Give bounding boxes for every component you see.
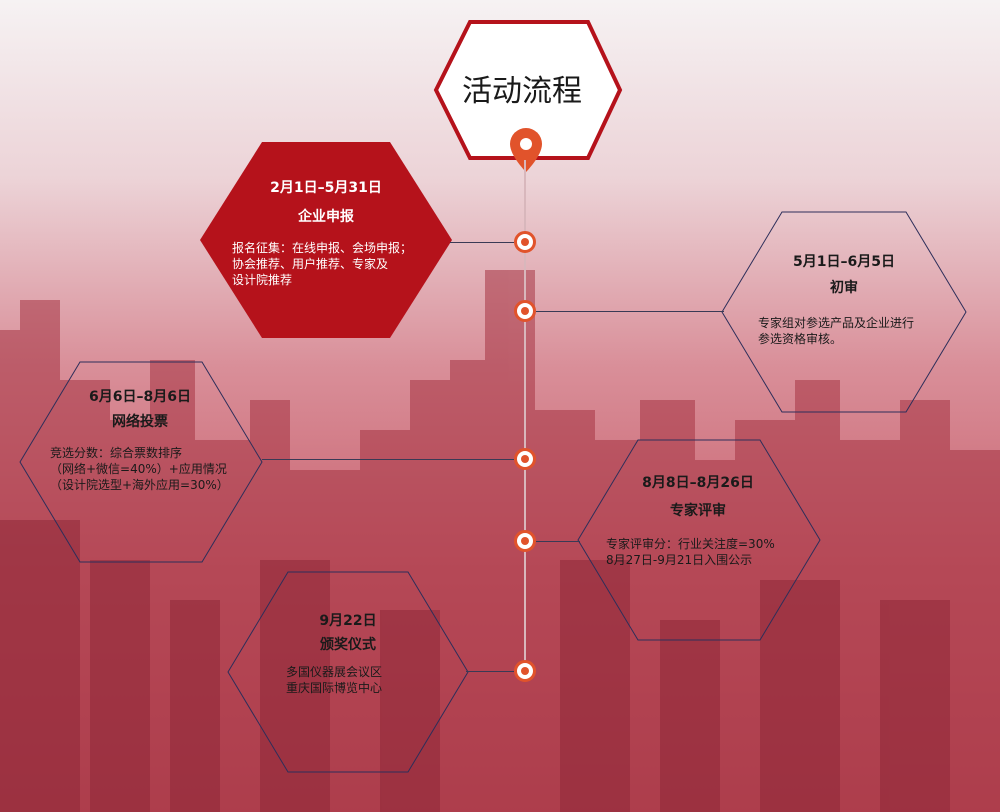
step-4-desc-line: 专家评审分：行业关注度=30% <box>606 537 775 551</box>
location-pin-icon <box>510 128 542 172</box>
step-5-label: 颁奖仪式 <box>320 637 376 653</box>
title-hexagon <box>433 20 623 160</box>
step-2-date: 5月1日–6月5日 <box>793 254 895 270</box>
step-1-desc: 报名征集：在线申报、会场申报； 协会推荐、用户推荐、专家及 设计院推荐 <box>232 240 452 288</box>
connector-step-4 <box>536 541 580 542</box>
timeline-node-3 <box>514 448 536 470</box>
step-3-desc: 竞选分数：综合票数排序 （网络+微信=40%）+应用情况 （设计院选型+海外应用… <box>50 445 265 493</box>
step-3-desc-line: （设计院选型+海外应用=30%） <box>50 478 229 492</box>
step-2-label: 初审 <box>830 280 858 296</box>
step-5-date: 9月22日 <box>319 613 377 629</box>
step-4-label: 专家评审 <box>670 503 726 519</box>
step-1-desc-line: 报名征集：在线申报、会场申报； <box>232 241 413 255</box>
step-5-desc: 多国仪器展会议区 重庆国际博览中心 <box>286 664 456 696</box>
hexagon-step-4 <box>577 439 821 641</box>
hexagon-step-2 <box>721 211 967 413</box>
hexagon-step-1 <box>200 142 452 338</box>
step-1-date: 2月1日–5月31日 <box>270 180 382 196</box>
step-5-desc-line: 重庆国际博览中心 <box>286 681 383 695</box>
step-1-label: 企业申报 <box>298 209 354 225</box>
step-3-desc-line: 竞选分数：综合票数排序 <box>50 446 183 460</box>
timeline-node-4 <box>514 530 536 552</box>
step-3-label: 网络投票 <box>112 414 168 430</box>
step-3-desc-line: （网络+微信=40%）+应用情况 <box>50 462 227 476</box>
timeline-node-5 <box>514 660 536 682</box>
connector-step-1 <box>450 242 514 243</box>
step-1-desc-line: 协会推荐、用户推荐、专家及 <box>232 257 389 271</box>
timeline-node-2 <box>514 300 536 322</box>
hexagon-step-3 <box>19 361 263 563</box>
step-4-date: 8月8日–8月26日 <box>642 475 754 491</box>
step-4-desc: 专家评审分：行业关注度=30% 8月27日-9月21日入围公示 <box>606 536 818 568</box>
page-title: 活动流程 <box>462 74 582 109</box>
timeline-node-1 <box>514 231 536 253</box>
step-2-desc-line: 参选资格审核。 <box>758 332 843 346</box>
step-5-desc-line: 多国仪器展会议区 <box>286 665 383 679</box>
timeline-spine <box>524 160 526 680</box>
step-2-desc: 专家组对参选产品及企业进行 参选资格审核。 <box>758 315 958 347</box>
step-3-date: 6月6日–8月6日 <box>89 389 191 405</box>
step-1-desc-line: 设计院推荐 <box>232 273 293 287</box>
connector-step-3 <box>262 459 514 460</box>
connector-step-5 <box>466 671 514 672</box>
hexagon-step-5 <box>227 571 469 773</box>
connector-step-2 <box>536 311 724 312</box>
step-4-desc-line: 8月27日-9月21日入围公示 <box>606 553 753 567</box>
step-2-desc-line: 专家组对参选产品及企业进行 <box>758 316 915 330</box>
